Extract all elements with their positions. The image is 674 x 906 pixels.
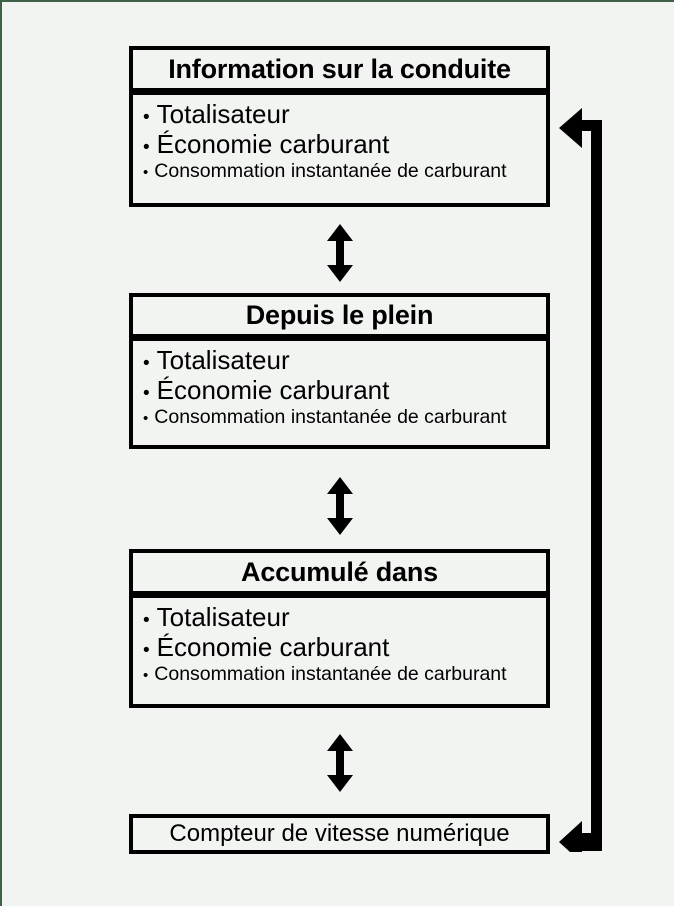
list-item-label: Consommation instantanée de carburant (154, 663, 507, 685)
connector-double-arrow-1 (323, 224, 357, 282)
feedback-loop-icon (559, 108, 602, 863)
bullet-icon: • (143, 383, 150, 404)
node-header-label: Accumulé dans (241, 556, 438, 587)
list-item: • Consommation instantanée de carburant (143, 662, 546, 687)
list-item-label: Économie carburant (156, 375, 390, 405)
connector-double-arrow-2 (323, 477, 357, 535)
list-item-label: Totalisateur (156, 345, 290, 375)
node-accumule-dans[interactable]: Accumulé dans • Totalisateur • Économie … (129, 549, 550, 708)
node-compteur-de-vitesse-numerique[interactable]: Compteur de vitesse numérique (129, 814, 550, 854)
list-item: • Totalisateur (143, 602, 546, 632)
double-arrow-icon (327, 477, 353, 535)
list-item: • Économie carburant (143, 375, 546, 405)
list-item-label: Économie carburant (156, 632, 390, 662)
list-item: • Totalisateur (143, 99, 546, 129)
list-item-label: Consommation instantanée de carburant (154, 406, 507, 428)
node-label: Compteur de vitesse numérique (169, 820, 510, 847)
node-header-label: Depuis le plein (245, 300, 434, 330)
list-item-label: Économie carburant (156, 129, 390, 159)
bullet-icon: • (143, 610, 150, 631)
bullet-icon: • (143, 667, 149, 684)
connector-feedback-loop (554, 106, 610, 863)
bullet-icon: • (143, 640, 150, 661)
list-item: • Consommation instantanée de carburant (143, 405, 546, 430)
bullet-icon: • (143, 164, 149, 181)
bullet-icon: • (143, 107, 150, 128)
node-body-accumule-dans: • Totalisateur • Économie carburant • Co… (129, 594, 550, 708)
list-item: • Économie carburant (143, 632, 546, 662)
double-arrow-icon (327, 734, 353, 792)
bullet-icon: • (143, 410, 149, 427)
node-body-depuis-le-plein: • Totalisateur • Économie carburant • Co… (129, 337, 550, 449)
node-header-accumule-dans: Accumulé dans (129, 549, 550, 595)
bullet-icon: • (143, 137, 150, 158)
list-item: • Consommation instantanée de carburant (143, 159, 546, 184)
node-information-sur-la-conduite[interactable]: Information sur la conduite • Totalisate… (129, 46, 550, 207)
node-header-label: Information sur la conduite (168, 53, 511, 84)
bullet-icon: • (143, 353, 150, 374)
node-body-information-sur-la-conduite: • Totalisateur • Économie carburant • Co… (129, 91, 550, 207)
list-item: • Économie carburant (143, 129, 546, 159)
list-item: • Totalisateur (143, 345, 546, 375)
list-item-label: Totalisateur (156, 602, 290, 632)
node-depuis-le-plein[interactable]: Depuis le plein • Totalisateur • Économi… (129, 293, 550, 449)
node-header-information-sur-la-conduite: Information sur la conduite (129, 46, 550, 92)
connector-double-arrow-3 (323, 734, 357, 792)
node-header-depuis-le-plein: Depuis le plein (129, 293, 550, 338)
double-arrow-icon (327, 224, 353, 282)
list-item-label: Totalisateur (156, 99, 290, 129)
list-item-label: Consommation instantanée de carburant (154, 160, 507, 182)
